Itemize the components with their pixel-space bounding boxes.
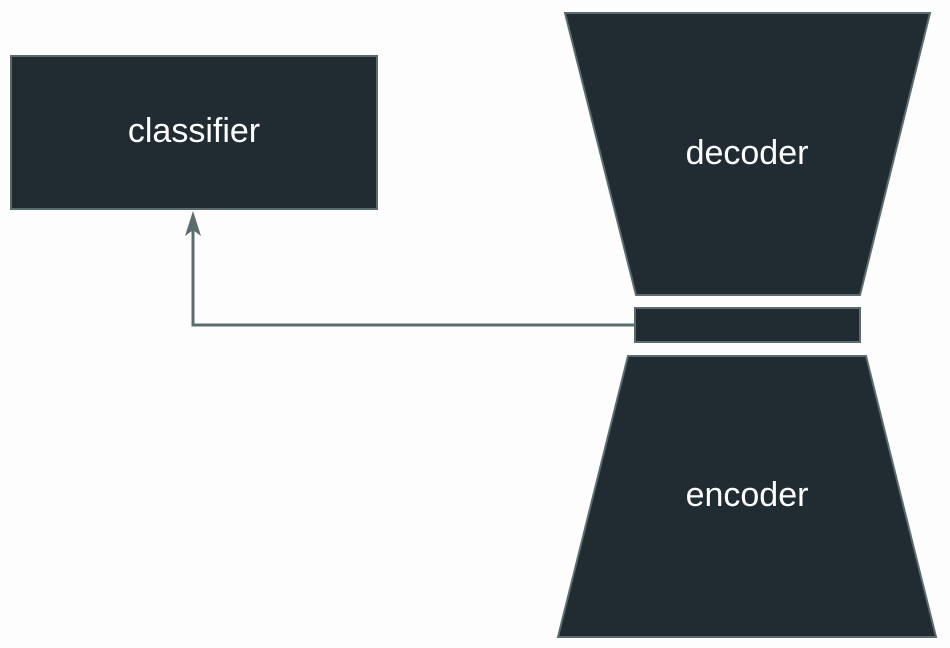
connector-line [191,222,635,327]
decoder-block: decoder [563,12,932,296]
classifier-label: classifier [128,112,260,150]
latent-bottleneck-bar [634,307,861,343]
encoder-trapezoid [556,355,938,638]
arrowhead-icon [185,211,201,236]
encoder-label: encoder [686,476,809,514]
decoder-trapezoid [563,12,932,296]
encoder-block: encoder [556,355,938,638]
bottleneck-to-classifier-arrow [185,211,635,327]
classifier-block: classifier [10,55,378,210]
decoder-label: decoder [686,134,809,172]
classifier-box [10,55,378,210]
